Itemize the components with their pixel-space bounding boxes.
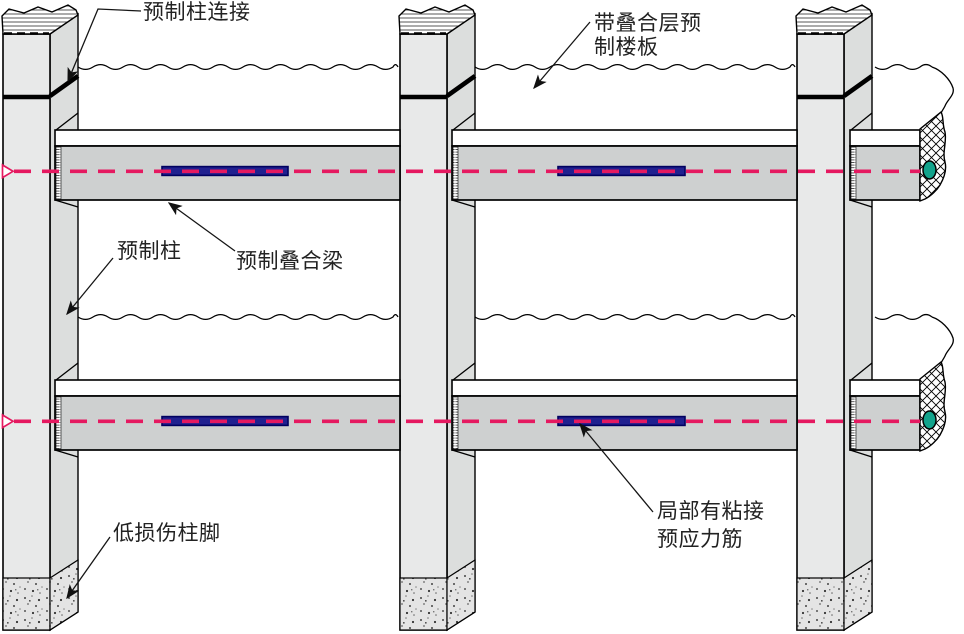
column-base-stipple [399,577,448,631]
column-base-stipple-side [446,558,476,632]
label-column-base: 低损伤柱脚 [113,521,221,545]
slab-broken-edge [931,66,954,115]
column-joint-line-side [842,74,874,98]
tendon-anchor [922,160,937,180]
column-joint-line-side [445,74,477,98]
leader-column-connection [67,8,142,83]
label-column-connection: 预制柱连接 [143,0,251,24]
slab-topping-band [451,379,798,397]
slab-corner-edge [452,112,476,131]
tendon-anchor [922,410,937,430]
slab-break-wavy-line [77,313,399,321]
beam-underside-edge [849,199,873,208]
beam-underside-edge [451,449,476,458]
slab-break-wavy-line [874,313,933,321]
beam-end-hatch [452,396,459,450]
slab-topping-band [54,129,401,147]
broken-top-cut [1,4,79,35]
leader-precast-column [66,257,114,316]
centerline-marker [1,163,15,180]
leader-composite-beam [167,202,236,252]
label-precast-column: 预制柱 [117,239,182,263]
label-composite-beam: 预制叠合梁 [236,249,344,273]
column-side-face [49,12,79,632]
centerline-marker [1,413,15,430]
column-side-face [446,12,476,632]
column-side-face [843,12,873,632]
broken-top-cut [795,4,873,35]
column-base-stipple-side [843,558,873,632]
slab-corner-edge [55,112,79,131]
leader-composite-slab [533,21,591,90]
column-front-face [399,33,448,631]
column-front-face [796,33,845,631]
label-composite-slab-line1: 带叠合层预 [594,11,702,35]
slab-corner-edge [850,112,873,131]
beam-end-hatch [452,146,459,200]
leader-column-base [66,536,111,600]
slab-topping-band [849,129,921,147]
column-front-face [2,33,51,631]
column-base-stipple [796,577,845,631]
slab-break-wavy-line [77,63,399,71]
precast-column-middle [398,4,477,632]
beam-underside-edge [54,449,79,458]
slab-break-wavy-line [474,313,796,321]
slab-corner-edge [850,362,873,381]
broken-top-cut [398,4,476,35]
beam-underside-edge [54,199,79,208]
column-base-stipple-side [49,558,79,632]
beam-underside-edge [451,199,476,208]
slab-topping-band [54,379,401,397]
slab-topping-band [451,129,798,147]
annotations: 预制柱连接 带叠合层预 制楼板 预制柱 预制叠合梁 局部有粘接 预应力筋 低损伤… [66,0,765,600]
slab-break-wavy-line [874,63,933,71]
floor-level-2 [1,313,954,458]
precast-column-left [1,4,80,632]
slab-corner-edge [55,362,79,381]
floor-level-1 [1,63,954,208]
label-bonded-tendon-line2: 预应力筋 [657,527,743,551]
slab-corner-edge [452,362,476,381]
column-base-stipple [2,577,51,631]
slab-break-wavy-line [474,63,796,71]
beam-underside-edge [849,449,873,458]
precast-column-right [795,4,874,632]
slab-topping-band [849,379,921,397]
leader-bonded-tendon [579,422,654,513]
slab-broken-edge [931,316,954,365]
label-composite-slab-line2: 制楼板 [594,35,659,59]
label-bonded-tendon-line1: 局部有粘接 [657,499,765,523]
